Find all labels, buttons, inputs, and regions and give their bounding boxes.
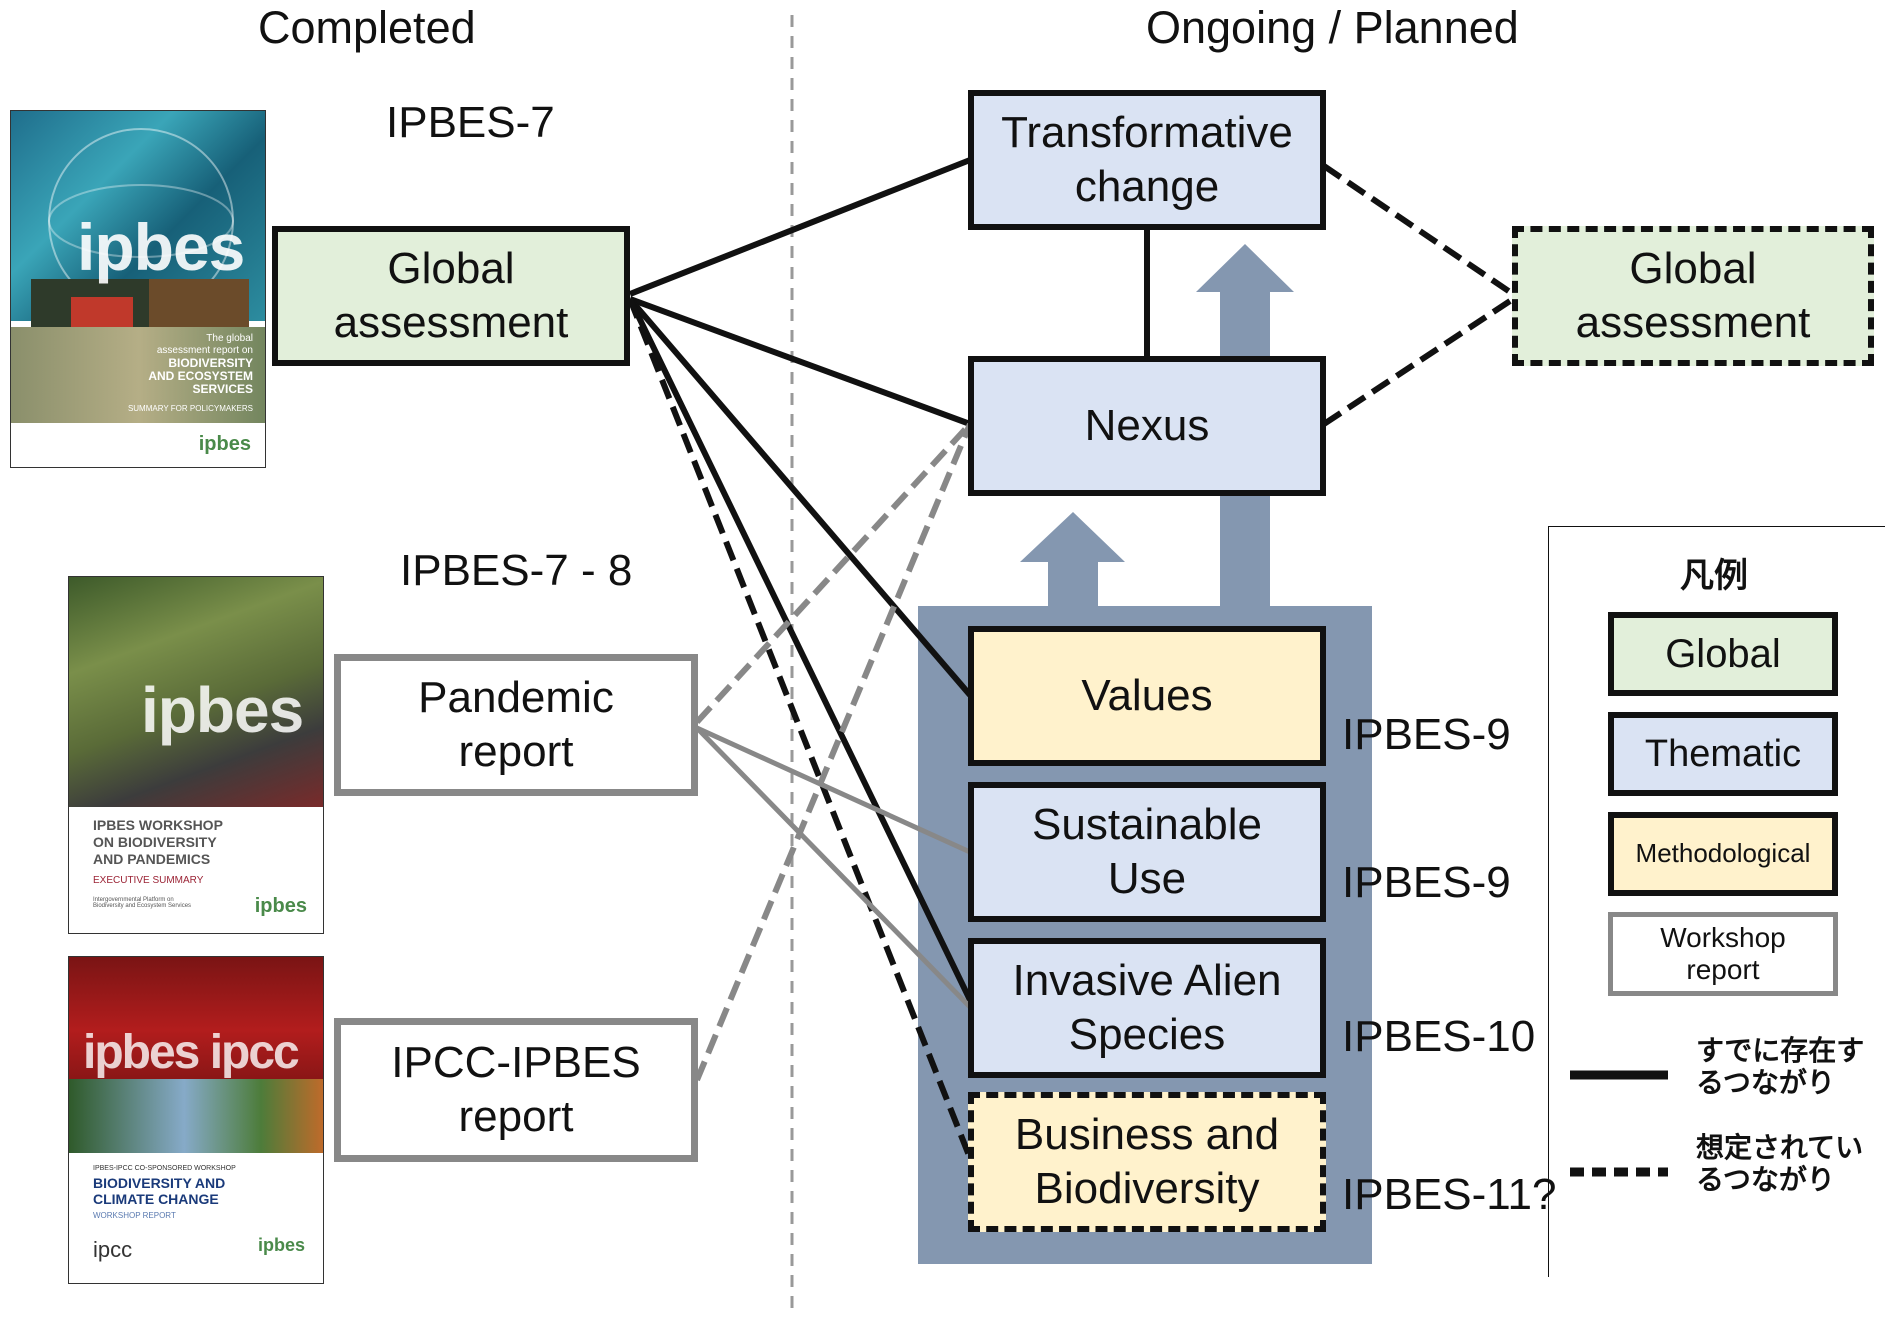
pandemic-cover: ipbes IPBES WORKSHOP ON BIODIVERSITY AND… — [68, 576, 324, 934]
link-global-nexus — [628, 296, 972, 427]
legend-solid-text: すでに存在す るつながり — [1696, 1035, 1865, 1099]
box-label: IPCC-IPBES report — [391, 1038, 641, 1141]
cover-logo: ipbes ipcc — [83, 1026, 300, 1079]
cover-footer-logo: ipbes — [254, 895, 307, 917]
up-arrow-small — [1020, 512, 1125, 606]
box-invasive-alien-species: Invasive Alien Species — [968, 938, 1326, 1078]
legend-thematic: Thematic — [1608, 712, 1838, 796]
session-ipbes7-8: IPBES-7 - 8 — [400, 546, 633, 595]
cover-title: BIODIVERSITY AND ECOSYSTEM SERVICES — [148, 356, 253, 397]
legend-methodological: Methodological — [1608, 812, 1838, 896]
link-pandemic-nexus — [694, 421, 973, 725]
legend-label: Global — [1665, 631, 1781, 676]
link-pandemic-sustainable — [695, 725, 972, 855]
box-global-assessment-planned: Global assessment — [1512, 226, 1874, 366]
legend-global: Global — [1608, 612, 1838, 696]
box-label: Pandemic report — [418, 673, 614, 776]
session-business: IPBES-11? — [1342, 1170, 1557, 1219]
link-global-business — [627, 297, 973, 1160]
cover-logo: ipbes — [141, 674, 304, 746]
cover-footer-logo: ipbes — [257, 1235, 305, 1255]
ipcc-cover: ipbes ipcc IPBES-IPCC CO-SPONSORED WORKS… — [68, 956, 324, 1284]
legend-label: Thematic — [1644, 732, 1802, 775]
link-global-transformative — [628, 157, 972, 297]
cover-footer-logo: ipbes — [198, 433, 251, 455]
cover-image-forest — [69, 577, 323, 807]
legend-frame — [1548, 526, 1885, 1277]
cover-line1: IPBES-IPCC CO-SPONSORED WORKSHOP — [93, 1165, 236, 1172]
box-sustainable-use: Sustainable Use — [968, 782, 1326, 922]
link-transformative-global-right — [1322, 163, 1515, 297]
box-ipcc-ipbes-report: IPCC-IPBES report — [334, 1018, 698, 1162]
box-label: Nexus — [1084, 401, 1210, 451]
cover-line2: assessment report on — [156, 345, 253, 356]
session-sustainable: IPBES-9 — [1342, 858, 1511, 907]
box-label: Transformative change — [1001, 108, 1293, 211]
legend-label: Methodological — [1635, 838, 1811, 869]
link-nexus-global-right — [1322, 296, 1515, 427]
box-nexus: Nexus — [968, 356, 1326, 496]
box-label: Invasive Alien Species — [1012, 956, 1282, 1059]
completed-header: Completed — [258, 2, 476, 53]
cover-logo: ipbes — [77, 210, 245, 284]
cover-globe-icon — [31, 128, 249, 335]
cover-footer-ipcc-logo: ipcc — [93, 1237, 133, 1262]
box-global-assessment-completed: Global assessment — [272, 226, 630, 366]
session-values: IPBES-9 — [1342, 710, 1511, 759]
cover-title: IPBES WORKSHOP ON BIODIVERSITY AND PANDE… — [93, 817, 223, 867]
cover-line1: The global — [206, 333, 253, 344]
legend-workshop: Workshop report — [1608, 912, 1838, 996]
cover-small-text: Intergovernmental Platform on Biodiversi… — [93, 897, 192, 909]
legend-dashed-text: 想定されてい るつながり — [1696, 1132, 1864, 1196]
cover-subtitle: SUMMARY FOR POLICYMAKERS — [127, 404, 253, 413]
box-transformative-change: Transformative change — [968, 90, 1326, 230]
box-label: Values — [1081, 671, 1213, 721]
box-label: Global assessment — [333, 244, 569, 347]
cover-image-coral — [69, 957, 323, 1079]
cover-image-strip — [69, 1079, 323, 1153]
session-ipbes7: IPBES-7 — [386, 98, 555, 147]
link-pandemic-invasive — [695, 726, 972, 1009]
box-pandemic-report: Pandemic report — [334, 654, 698, 796]
cover-title: BIODIVERSITY AND CLIMATE CHANGE — [93, 1175, 226, 1208]
box-label: Business and Biodiversity — [1014, 1110, 1280, 1213]
legend-title: 凡例 — [1680, 557, 1748, 595]
ongoing-header: Ongoing / Planned — [1146, 2, 1519, 53]
box-label: Global assessment — [1575, 244, 1811, 347]
cover-subtitle: WORKSHOP REPORT — [93, 1211, 176, 1220]
legend-label: Workshop report — [1660, 921, 1786, 985]
box-business-biodiversity: Business and Biodiversity — [968, 1092, 1326, 1232]
cover-subtitle: EXECUTIVE SUMMARY — [93, 875, 204, 886]
link-global-values — [627, 297, 973, 697]
session-invasive: IPBES-10 — [1342, 1012, 1536, 1061]
global-assessment-cover: ipbes The global assessment report on BI… — [10, 110, 266, 468]
box-label: Sustainable Use — [1032, 800, 1262, 903]
box-values: Values — [968, 626, 1326, 766]
link-global-invasive — [627, 297, 973, 1002]
cover-image-landscape — [11, 327, 265, 423]
link-ipcc-nexus — [694, 422, 973, 1082]
